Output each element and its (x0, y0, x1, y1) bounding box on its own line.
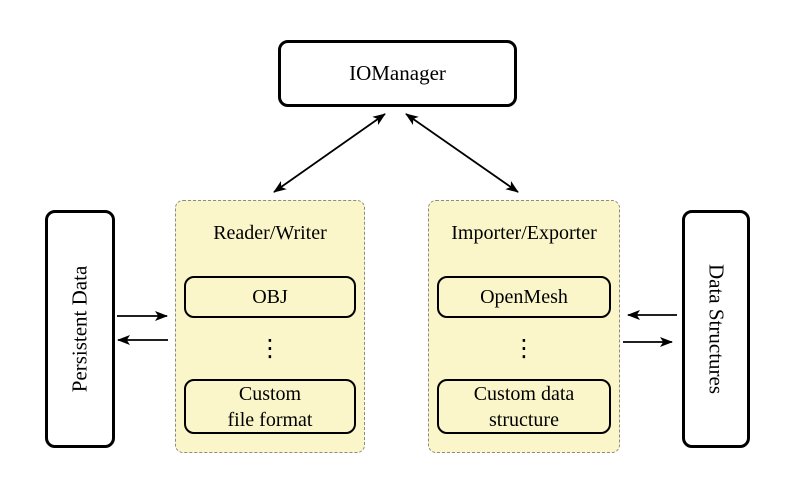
group-importer-exporter-title: Importer/Exporter (451, 222, 597, 244)
group-reader-writer: Reader/Writer OBJ ⋮ Custom file format (175, 200, 365, 453)
reader-writer-ellipsis: ⋮ (258, 334, 282, 362)
node-persistent-data: Persistent Data (45, 210, 115, 448)
node-openmesh-label: OpenMesh (480, 285, 568, 308)
node-custom-data-structure-line1: Custom data (473, 382, 575, 405)
node-data-structures-label: Data Structures (704, 263, 729, 395)
node-persistent-data-label: Persistent Data (67, 265, 92, 393)
arrow-iomanager-reader-writer (273, 113, 386, 193)
node-custom-file-format: Custom file format (184, 379, 356, 434)
node-custom-data-structure-line2: structure (489, 408, 559, 431)
node-openmesh: OpenMesh (437, 276, 611, 318)
node-obj: OBJ (184, 276, 356, 318)
node-iomanager-label: IOManager (349, 61, 446, 85)
group-reader-writer-title: Reader/Writer (213, 222, 327, 244)
arrow-iomanager-importer-exporter (405, 113, 519, 193)
node-obj-label: OBJ (252, 285, 288, 308)
node-iomanager: IOManager (278, 40, 517, 107)
node-data-structures: Data Structures (682, 210, 750, 448)
node-custom-data-structure: Custom data structure (437, 379, 611, 434)
importer-exporter-ellipsis: ⋮ (512, 334, 536, 362)
node-custom-file-format-line1: Custom (238, 382, 302, 405)
node-custom-file-format-line2: file format (227, 408, 313, 431)
group-importer-exporter: Importer/Exporter OpenMesh ⋮ Custom data… (428, 200, 620, 453)
